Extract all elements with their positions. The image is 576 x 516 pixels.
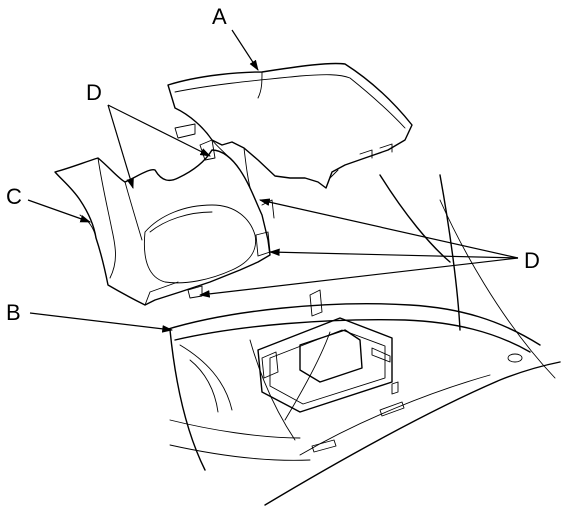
leader-d-right-2: [268, 248, 519, 259]
side-trim-panel: [54, 139, 275, 306]
callout-d-right: D: [524, 248, 540, 273]
callout-d-upper: D: [86, 80, 102, 105]
callout-a: A: [212, 4, 227, 29]
leader-b: [29, 312, 174, 333]
callout-b: B: [6, 300, 21, 325]
leader-d-right-1: [258, 198, 519, 259]
trunk-well: [257, 289, 405, 453]
callout-c: C: [6, 184, 22, 209]
leader-d-right-3: [198, 257, 519, 298]
leader-d-upper-1: [107, 104, 134, 190]
leader-a: [231, 29, 259, 71]
leader-lines: [27, 29, 519, 333]
leader-d-upper-2: [107, 104, 211, 157]
vehicle-body: [164, 174, 561, 506]
leader-c: [27, 199, 92, 223]
